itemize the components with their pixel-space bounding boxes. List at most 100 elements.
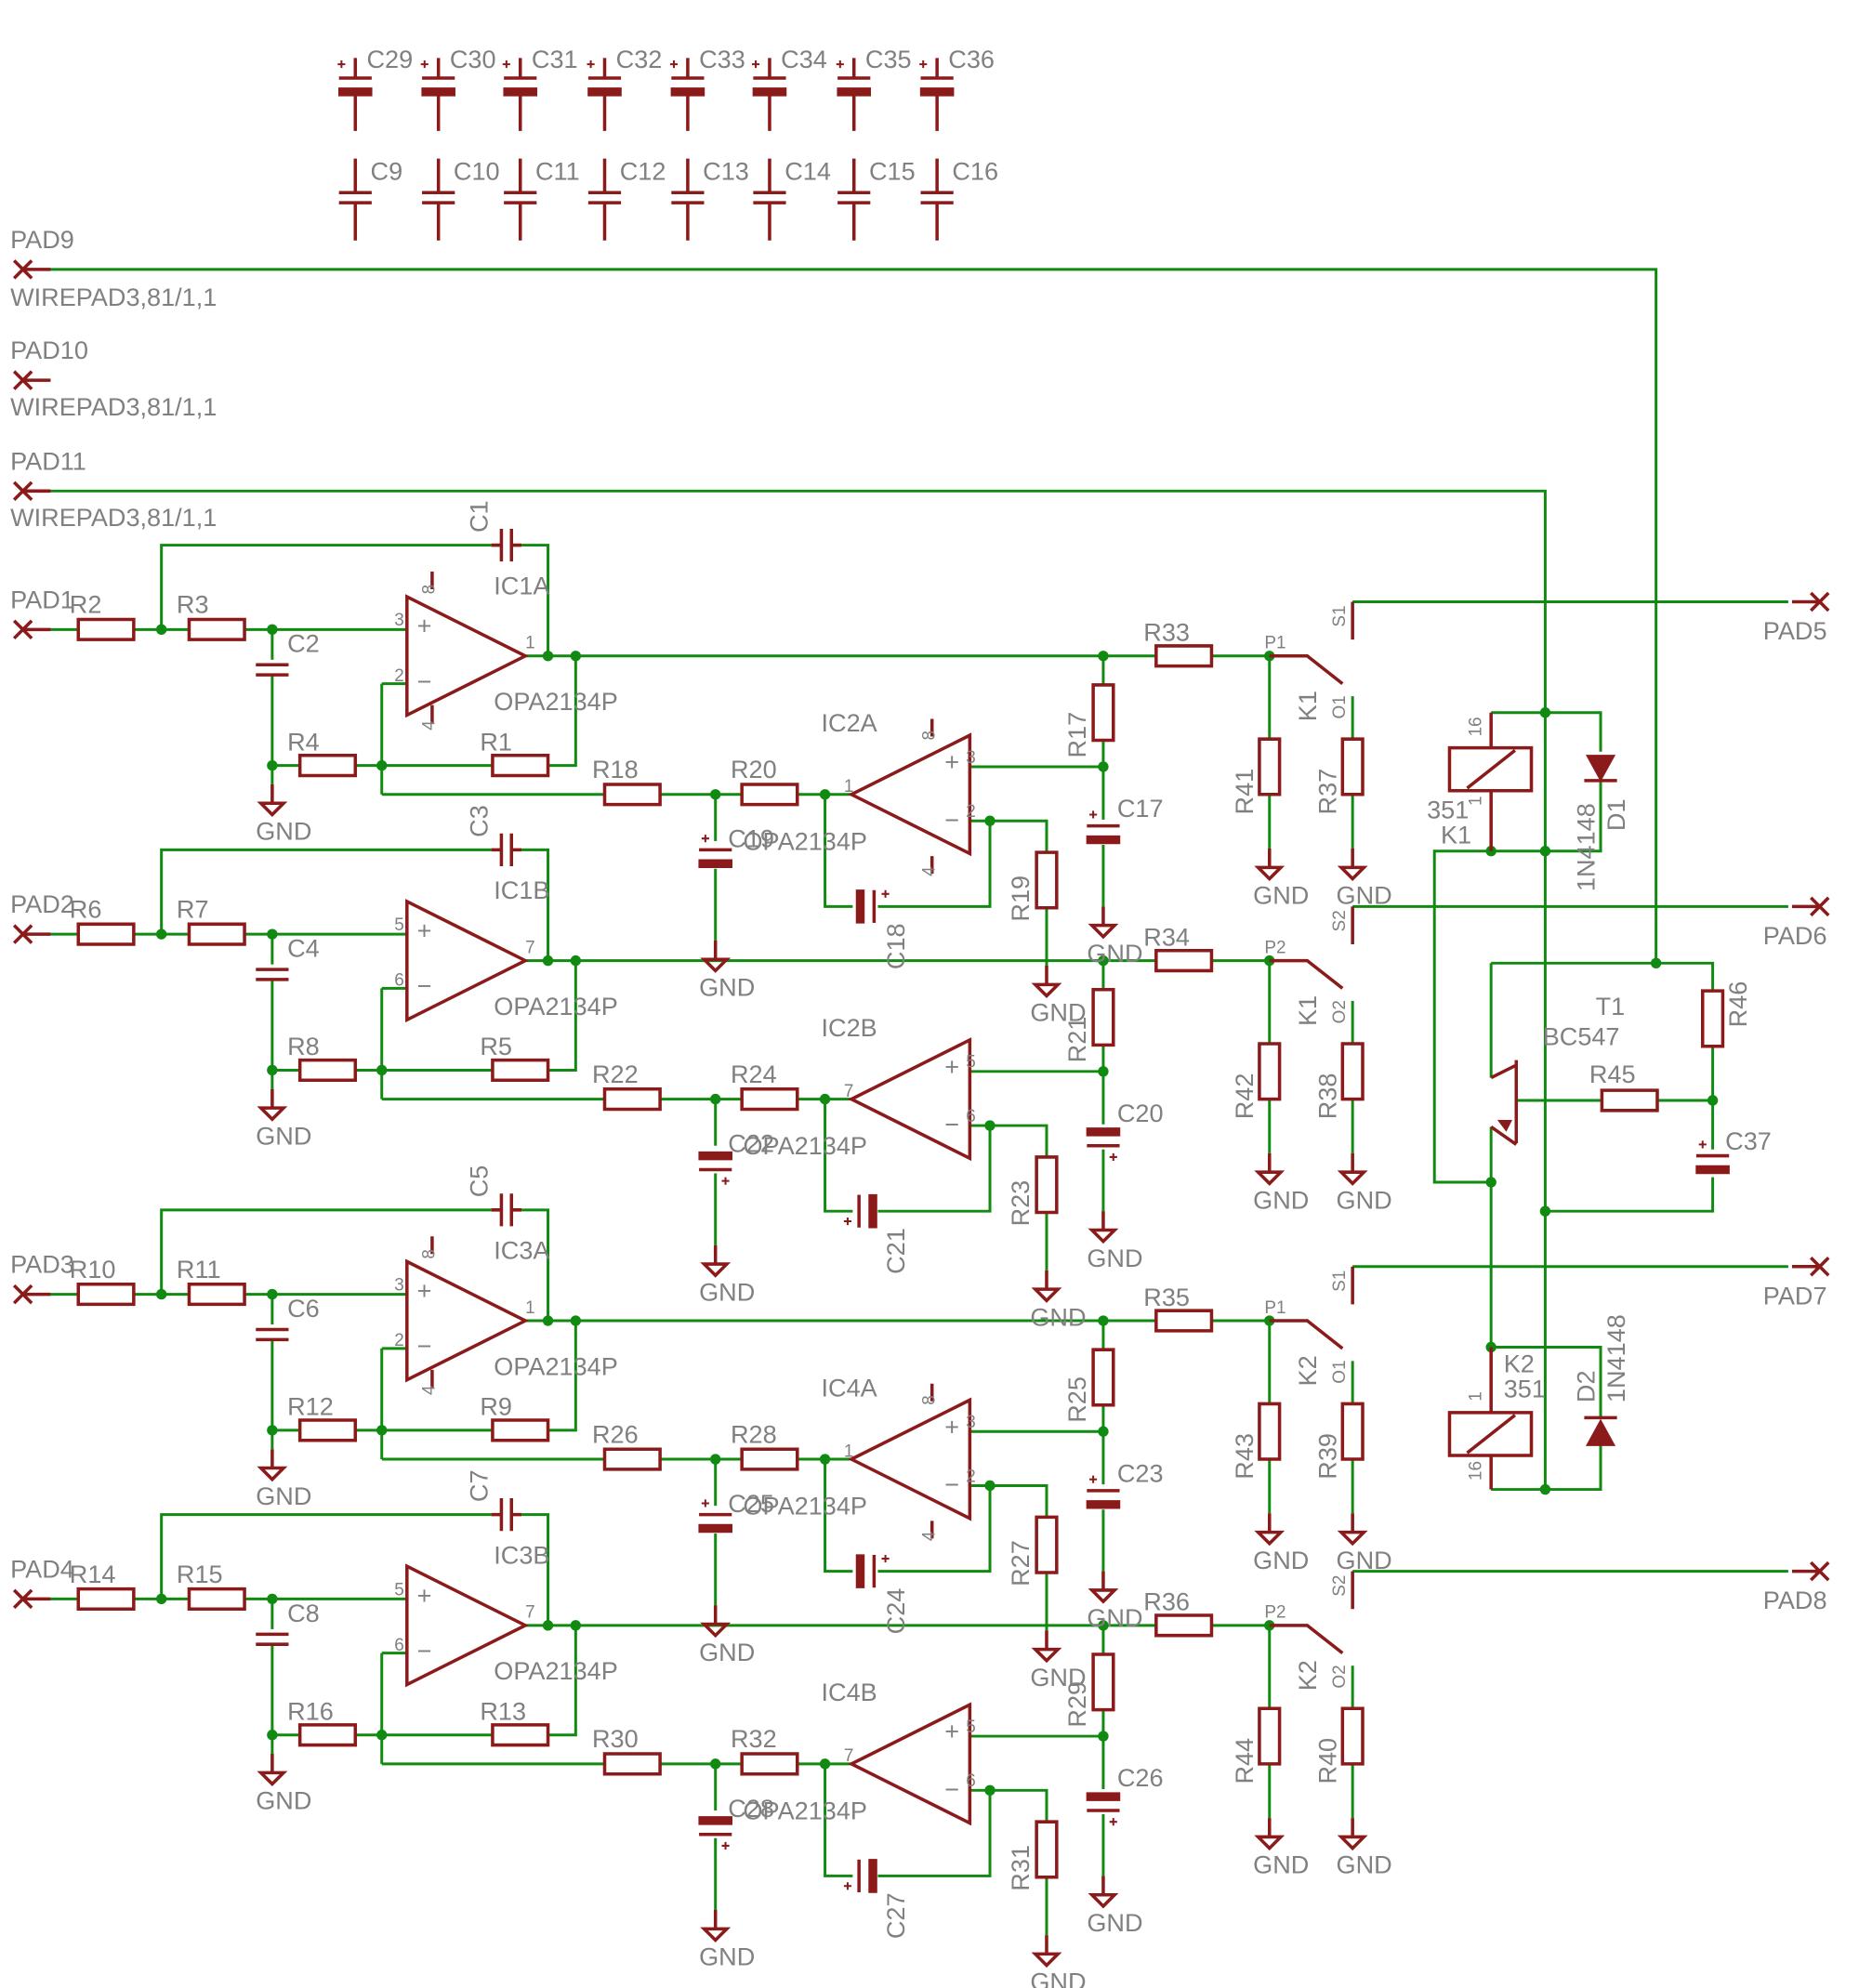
junction-dot	[570, 651, 582, 662]
cap-plate-filled	[752, 87, 787, 97]
ground-label: GND	[1087, 1603, 1142, 1632]
plus-mark	[1089, 810, 1098, 819]
pad-connector	[12, 481, 51, 502]
input-pad-connector	[12, 924, 51, 944]
cap-plate-filled	[1086, 1792, 1121, 1801]
ground-symbol	[700, 1605, 732, 1639]
capacitor-label: C19	[728, 824, 774, 853]
capacitor-label: C27	[881, 1892, 910, 1939]
cap-plate-filled	[837, 87, 872, 97]
ground-label: GND	[1337, 881, 1392, 910]
cap-plate-filled	[587, 87, 622, 97]
wire	[877, 1790, 992, 1877]
plus-mark	[919, 60, 928, 69]
filter-resistor	[740, 1752, 799, 1776]
plus-mark	[1109, 1818, 1117, 1826]
input-pad-connector	[12, 619, 51, 640]
ground-symbol	[257, 1449, 288, 1482]
pin-label: 1	[525, 1298, 535, 1318]
op-amp-minus-marker: −	[417, 971, 432, 1000]
ground-label: GND	[256, 1121, 311, 1150]
output-pad-connector	[1791, 1560, 1830, 1582]
ground-resistor	[297, 1418, 358, 1442]
junction-dot	[1098, 1066, 1109, 1077]
input-resistor	[76, 1282, 136, 1307]
resistor-label: R40	[1313, 1738, 1342, 1784]
filter-resistor	[740, 1447, 799, 1471]
feedback-resistor	[491, 1058, 550, 1083]
pin-label: 8	[420, 585, 440, 595]
plus-mark	[502, 60, 510, 69]
decoupling-electrolytic-capacitor	[420, 58, 455, 131]
pulldown-resistor	[1258, 1706, 1282, 1766]
capacitor-label: C24	[881, 1588, 910, 1635]
capacitor-label: C37	[1725, 1126, 1772, 1155]
resistor-label: R33	[1143, 618, 1190, 647]
resistor-label: R24	[731, 1060, 777, 1088]
ground-symbol	[1337, 849, 1368, 882]
pad-label: PAD6	[1763, 921, 1827, 950]
relay-pin-label: S1	[1330, 1270, 1350, 1292]
decoupling-capacitor	[671, 158, 705, 241]
pulldown-resistor	[1340, 1706, 1365, 1766]
capacitor-label: C2	[287, 629, 320, 658]
capacitor-label: C21	[881, 1228, 910, 1274]
wire	[50, 268, 1658, 964]
filter-resistor	[1035, 850, 1059, 910]
capacitor-label: C6	[287, 1294, 320, 1323]
relay-pin-label: S2	[1330, 910, 1350, 931]
filter-resistor	[1091, 987, 1115, 1047]
ground-symbol	[1337, 1513, 1368, 1547]
relay-contact	[1269, 654, 1344, 685]
capacitor-label: C30	[450, 45, 496, 73]
plus-mark	[721, 1177, 730, 1185]
ground-label: GND	[699, 1942, 755, 1971]
op-amp-name: IC2A	[821, 708, 877, 737]
ground-symbol	[1088, 906, 1119, 940]
input-resistor	[76, 1586, 136, 1612]
op-amp-plus-marker: +	[417, 1276, 432, 1305]
relay-label: K2	[1293, 1660, 1322, 1691]
resistor-label: R39	[1313, 1433, 1342, 1480]
pin-label: 2	[966, 1467, 976, 1486]
decoupling-capacitor	[753, 158, 786, 241]
ground-symbol	[1031, 1270, 1062, 1303]
wire	[877, 1126, 992, 1213]
pulldown-resistor	[1340, 737, 1365, 797]
resistor-label: R19	[1006, 876, 1035, 922]
op-amp-minus-marker: −	[417, 1636, 432, 1665]
op-amp-minus-marker: −	[417, 1332, 432, 1361]
pulldown-resistor	[1258, 1402, 1282, 1461]
cap-plate-filled	[855, 1554, 865, 1588]
ground-label: GND	[699, 1277, 755, 1306]
pin-label: 3	[394, 1276, 404, 1296]
capacitor-label: C16	[952, 157, 998, 186]
resistor-label: R46	[1723, 981, 1752, 1028]
pin-label: 7	[525, 1603, 535, 1623]
capacitor-label: C25	[728, 1489, 774, 1518]
input-resistor	[76, 922, 136, 946]
ground-label: GND	[1030, 1968, 1086, 1988]
decoupling-capacitor	[837, 158, 871, 241]
resistor-label: R37	[1313, 769, 1342, 815]
pulldown-resistor	[1258, 1042, 1282, 1101]
filter-resistor	[602, 783, 662, 807]
ground-symbol	[1254, 1818, 1285, 1851]
wire	[1432, 780, 1602, 1184]
ground-symbol	[1254, 1513, 1285, 1547]
resistor-label: R12	[287, 1392, 334, 1421]
decoupling-capacitor	[920, 158, 954, 241]
pad-label: PAD11	[10, 446, 86, 475]
relay-pin-label: P1	[1264, 1298, 1285, 1318]
shunt-capacitor	[256, 663, 289, 677]
op-amp-value: OPA2134P	[494, 1656, 617, 1685]
pullup-resistor	[1700, 989, 1725, 1048]
filter-resistor	[1091, 1348, 1115, 1407]
resistor-label: R41	[1230, 769, 1259, 815]
shunt-capacitor	[256, 1327, 289, 1342]
relay-label: K1	[1293, 995, 1322, 1026]
capacitor-label: C32	[616, 45, 663, 73]
op-amp-value: OPA2134P	[744, 1492, 867, 1521]
ground-symbol	[1031, 1630, 1062, 1664]
op-amp-minus-marker: −	[944, 1470, 959, 1499]
